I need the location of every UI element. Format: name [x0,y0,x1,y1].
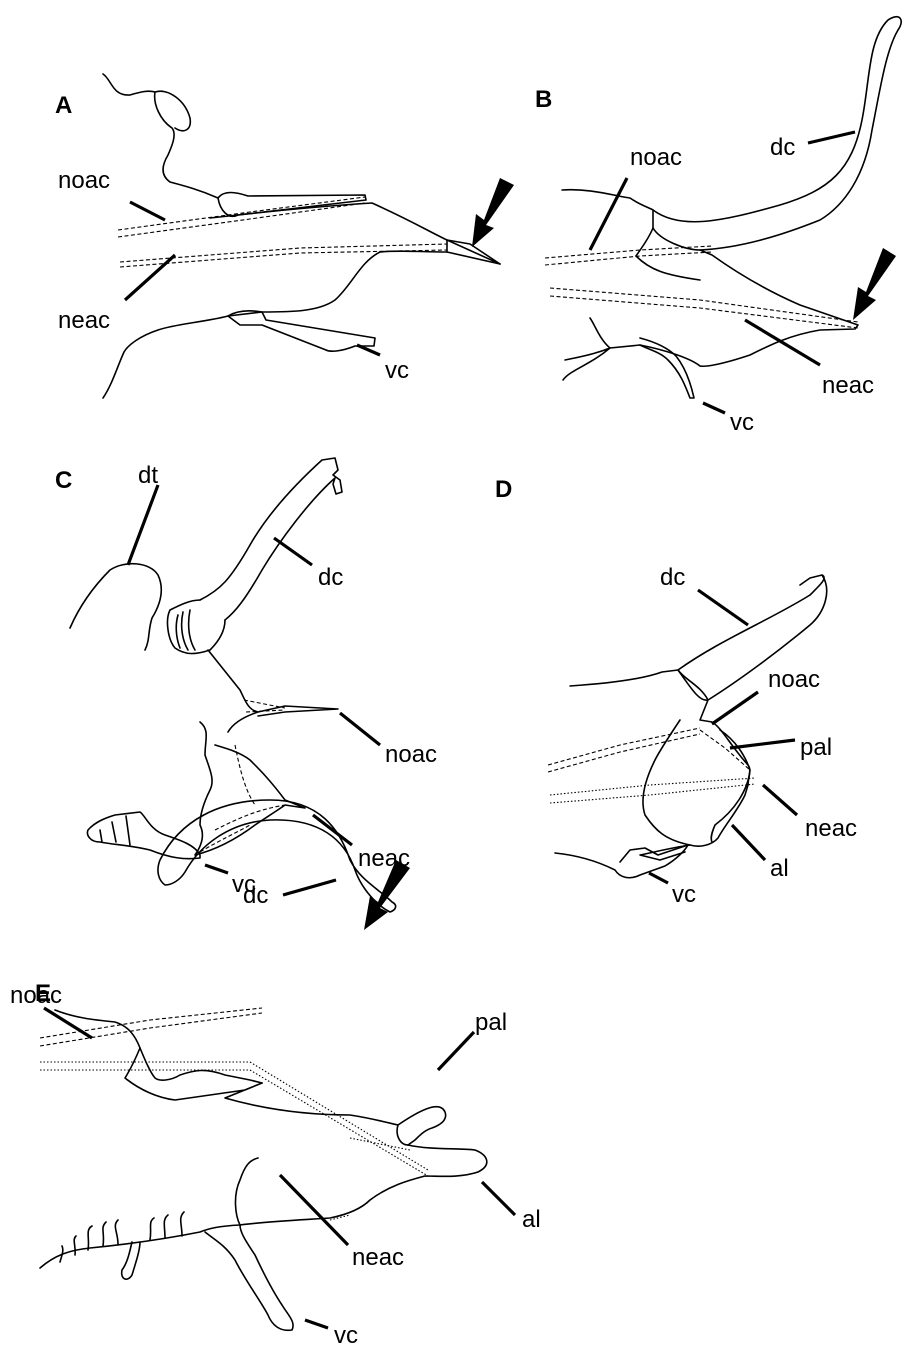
panel-b-noac-leader [590,178,627,250]
panel-e-pal-dots [330,1138,410,1220]
panel-e-neac-leader [280,1175,348,1245]
panel-e-al-leader [482,1182,515,1215]
panel-a-vc-arm [228,312,375,351]
panel-a-noac-leader [130,202,165,220]
panel-c-noac-lobe [208,650,338,732]
panel-e-villi [60,1212,184,1279]
panel-d-label-noac: noac [768,666,820,693]
panel-c-neac-lobe [195,722,305,855]
panel-b-dc-leader [808,132,855,143]
panel-a-label-vc: vc [385,357,409,384]
panel-letter-c: C [55,467,72,494]
panel-a-label-neac: neac [58,307,110,334]
panel-d-vc [555,845,688,878]
panel-d-vc-leader [649,873,668,883]
panel-b-label-noac: noac [630,144,682,171]
panel-b-lower-base [563,348,610,380]
panel-d-neac-canal [550,778,755,803]
panel-c-noac-leader [340,713,380,745]
panel-b-outline-upper [562,190,653,256]
panel-d-noac-canal [548,728,700,772]
panel-a-globule [155,91,190,131]
panel-b-neac-leader [745,320,820,365]
panel-e-vc [205,1225,293,1330]
panel-b-label-neac: neac [822,372,874,399]
panel-a-label-noac: noac [58,167,110,194]
panel-c-dc [200,458,342,620]
panel-c-neac-dash [200,745,285,852]
panel-e-label-al: al [522,1206,541,1233]
panel-d-outline [570,670,750,846]
panel-a-noac-canal [118,197,365,237]
panel-c-label-dc: dc [318,564,343,591]
panel-b-neac-canal [550,288,858,328]
panel-b-arrow-icon [853,248,896,320]
panel-e: E dc noac pal neac al vc [10,800,541,1349]
panel-e-label-vc: vc [334,1322,358,1349]
panel-c-vc-leader [205,865,228,873]
panel-b: B dc noac neac vc [535,17,901,436]
panel-d-label-pal: pal [800,734,832,761]
panel-c-label-dt: dt [138,462,158,489]
panel-a: A noac neac vc [55,74,514,398]
panel-letter-a: A [55,92,72,119]
panel-d-label-neac: neac [805,815,857,842]
panel-e-vc-leader [305,1320,328,1328]
panel-d-noac-leader [712,692,758,724]
panel-e-label-neac: neac [352,1244,404,1271]
panel-d-dc-leader [698,590,748,625]
panel-d-neac-leader [763,785,797,815]
panel-c-ring-lines [176,610,195,650]
panel-e-lower-outline [40,1158,258,1268]
panel-d-label-vc: vc [672,881,696,908]
panel-c-dt-leader [128,485,158,565]
panel-c: C dt dc noac neac vc [55,458,437,898]
panel-e-al [240,1145,487,1225]
panel-e-pal-leader [438,1032,474,1070]
panel-d-label-al: al [770,855,789,882]
panel-d-pal-leader [730,740,795,748]
panel-a-neac-leader [125,255,175,300]
panel-b-label-dc: dc [770,134,795,161]
panel-e-label-noac: noac [10,982,62,1009]
panel-d: D dc noac pal neac al vc [495,476,857,908]
panel-c-label-noac: noac [385,741,437,768]
panel-b-label-vc: vc [730,409,754,436]
panel-e-label-pal: pal [475,1009,507,1036]
panel-a-outline-upper [103,74,366,218]
panel-d-al-leader [732,825,765,860]
panel-a-neac-canal [120,244,447,267]
panel-a-body-top [218,198,500,312]
panel-e-upper-outline [55,1010,262,1083]
panel-a-arrow-icon [472,178,514,247]
panel-c-neac-leader [313,815,352,845]
panel-b-mid-line [636,256,700,280]
panel-d-label-dc: dc [660,564,685,591]
panel-b-body [590,250,858,366]
panel-e-pal-lobe [397,1125,408,1145]
panel-c-vc [88,812,201,859]
panel-c-dt [70,564,161,650]
panel-d-lower [640,720,690,860]
panel-letter-b: B [535,86,552,113]
panel-e-dc-leader [283,880,336,895]
panel-b-vc-leader [703,403,725,413]
panel-c-dc-leader [274,538,312,565]
panel-e-label-dc: dc [243,882,268,909]
panel-letter-d: D [495,476,512,503]
